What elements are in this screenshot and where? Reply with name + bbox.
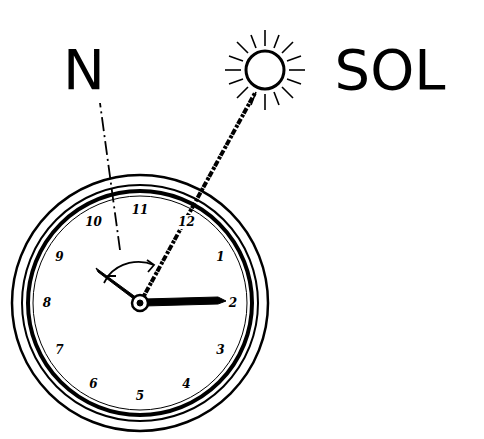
sun-symbol xyxy=(225,30,305,110)
sun-label: SOL xyxy=(335,42,446,98)
dial-number: 10 xyxy=(83,215,104,229)
dial-number: 2 xyxy=(227,296,239,310)
dial-number: 9 xyxy=(53,250,65,264)
dial-number: 6 xyxy=(87,377,99,391)
dial-number: 11 xyxy=(130,203,151,217)
watch-hands xyxy=(96,268,226,311)
dial-number: 5 xyxy=(134,389,146,403)
dial-number: 3 xyxy=(214,343,226,357)
watch-case xyxy=(12,175,268,431)
sun-line xyxy=(140,93,255,303)
dial-number: 1 xyxy=(214,250,226,264)
dial-number: 4 xyxy=(180,377,192,391)
dial-number: 7 xyxy=(53,343,65,357)
north-label: N xyxy=(63,42,105,98)
dial-number: 8 xyxy=(41,296,53,310)
dial-number: 12 xyxy=(176,215,197,229)
